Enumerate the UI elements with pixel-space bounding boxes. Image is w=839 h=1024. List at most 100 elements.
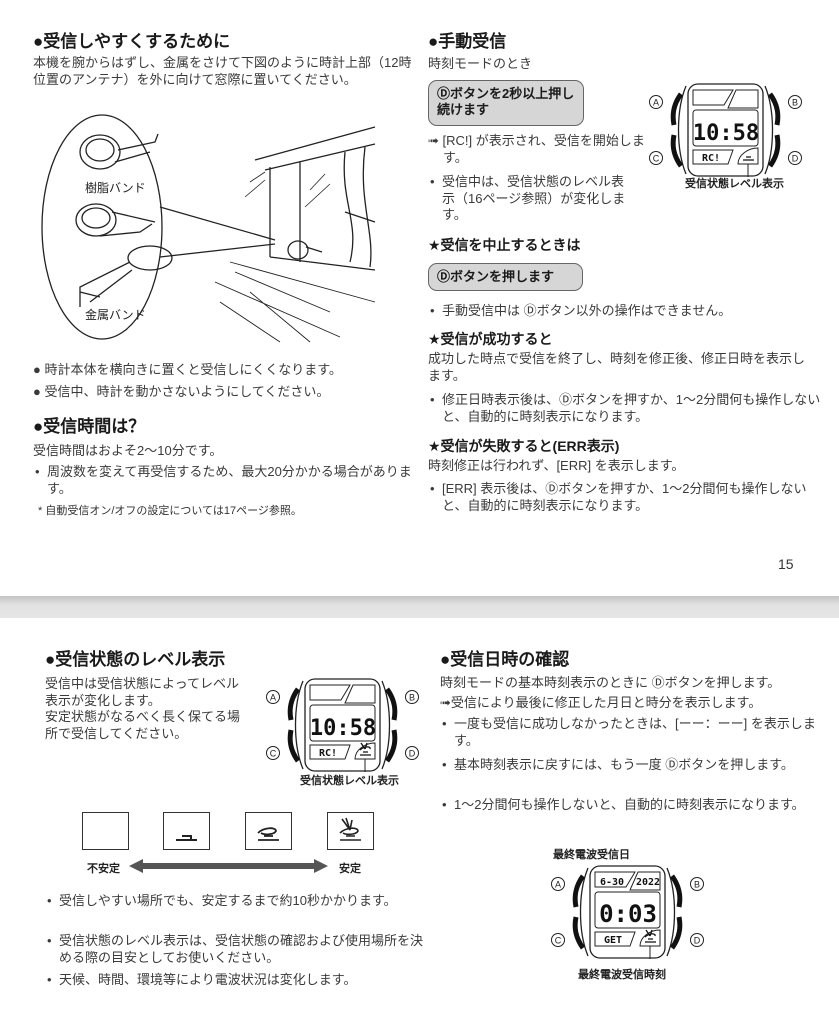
top-right-segment [727, 89, 759, 109]
level-2-box [245, 812, 292, 850]
watch-buttons [287, 687, 398, 763]
watch-on-sill-icon [287, 240, 323, 260]
zoom-ellipse [41, 114, 163, 340]
button-d-marker [788, 151, 802, 165]
level-bullet-1: 受信しやすい場所でも、安定するまで約10秒かかります。 [45, 893, 434, 910]
button-c-marker [551, 933, 565, 947]
level-segment [737, 147, 759, 165]
confirm-bullet-3: 1〜2分間何も操作しないと、自動的に時刻表示になります。 [440, 797, 829, 814]
bottom-left-segment [692, 149, 734, 165]
main-display [692, 109, 759, 147]
watch-mode-text: RC! [702, 153, 720, 164]
last-date-label: 最終電波受信日 [553, 849, 630, 861]
watch-mode-text: RC! [319, 748, 337, 759]
success-bullet: 修正日時表示後は、Ⓓボタンを押すか、1〜2分間何も操作しないと、自動的に時刻表示… [428, 392, 827, 425]
watch-level-label: 受信状態レベル表示 [685, 178, 784, 190]
button-b-letter: B [694, 880, 700, 890]
manual-bullet: 受信中は、受信状態のレベル表示（16ページ参照）が変化します。 [428, 174, 627, 224]
page-number: 15 [778, 556, 794, 572]
bottom-left-segment [594, 931, 636, 947]
watch-case [294, 680, 391, 770]
button-c-marker [649, 151, 663, 165]
cancel-bullet: 手動受信中は Ⓓボタン以外の操作はできません。 [428, 303, 839, 320]
success-heading: ★受信が成功すると [428, 331, 553, 347]
button-c-letter: C [270, 749, 277, 759]
watch-buttons [670, 92, 781, 168]
confirm-result: ➟受信により最後に修正した月日と時分を表示します。 [440, 695, 762, 710]
level-0-box [82, 812, 129, 850]
watch-time: 10:58 [310, 716, 376, 741]
zoom-lines [159, 206, 276, 258]
resin-band-watch-icon [79, 133, 159, 170]
watch-date: 6-30 [600, 877, 624, 888]
duration-note: * 自動受信オン/オフの設定については17ページ参照。 [38, 505, 302, 517]
button-b-marker [788, 95, 802, 109]
watch-time: 0:03 [599, 900, 657, 928]
button-c-letter: C [653, 154, 660, 164]
watch-case [579, 867, 676, 957]
last-time-label: 最終電波受信時刻 [578, 969, 666, 981]
top-right-segment [629, 871, 661, 891]
top-left-segment [692, 89, 734, 106]
stability-arrow-icon [129, 859, 328, 873]
signal-level-icon [743, 156, 754, 161]
main-display [594, 891, 661, 929]
cancel-heading: ★受信を中止するときは [428, 237, 581, 253]
window-placement-illustration [41, 114, 376, 343]
button-c-letter: C [555, 936, 562, 946]
confirm-text: 時刻モードの基本時刻表示のときに Ⓓボタンを押します。 [440, 675, 781, 690]
signal-level-icon [359, 742, 371, 756]
button-c-marker [266, 746, 280, 760]
watch-level-label-2: 受信状態レベル表示 [300, 775, 399, 787]
top-left-segment [594, 871, 636, 888]
button-b-marker [690, 877, 704, 891]
stable-label: 安定 [339, 863, 361, 875]
level-text: 受信中は受信状態によってレベル表示が変化します。 安定状態がなるべく長く保てる場… [45, 676, 241, 741]
manual-action-box: Ⓓボタンを2秒以上押し続けます [428, 80, 584, 126]
antenna-note-2: ● 受信中、時計を動かさないようにしてください。 [33, 384, 330, 399]
failure-heading: ★受信が失敗すると(ERR表示) [428, 438, 620, 454]
watch-case [677, 85, 774, 175]
manual-mode-text: 時刻モードのとき [428, 56, 533, 71]
failure-text: 時刻修正は行われず、[ERR] を表示します。 [428, 458, 685, 473]
button-d-letter: D [694, 936, 701, 946]
watch-year: 2022 [636, 877, 660, 888]
watch-buttons [572, 874, 683, 950]
level-3-box [327, 812, 374, 850]
signal-level-icon [644, 929, 656, 943]
metal-band-watch-icon [75, 203, 156, 237]
level-segment [354, 742, 376, 760]
button-b-letter: B [409, 693, 415, 703]
cancel-action-box: Ⓓボタンを押します [428, 263, 583, 291]
section-heading-manual: ●手動受信 [428, 32, 507, 51]
section-heading-antenna: ●受信しやすくするために [33, 32, 231, 51]
top-right-segment [344, 684, 376, 704]
button-d-letter: D [792, 154, 799, 164]
section-heading-duration: ●受信時間は？ [33, 417, 146, 436]
button-b-letter: B [792, 98, 798, 108]
button-d-marker [405, 746, 419, 760]
button-a-marker [649, 95, 663, 109]
watch-mode-text: GET [604, 935, 622, 946]
signal-level-3-icon [339, 817, 361, 841]
level-bullet-2: 受信状態のレベル表示は、受信状態の確認および使用場所を決める際の目安としてお使い… [45, 933, 434, 966]
page-separator [0, 596, 839, 618]
button-d-marker [690, 933, 704, 947]
level-bullet-3: 天候、時間、環境等により電波状況は変化します。 [45, 972, 434, 989]
section-heading-level: ●受信状態のレベル表示 [45, 650, 226, 669]
watch-time: 10:58 [693, 121, 759, 146]
button-a-letter: A [555, 880, 561, 890]
manual-result: ➟ [RC!] が表示され、受信を開始します。 [428, 133, 645, 165]
curtain-icon [343, 146, 376, 268]
signal-level-2-icon [257, 827, 279, 841]
top-left-segment [309, 684, 351, 701]
label-resin-band: 樹脂バンド [85, 181, 146, 195]
confirm-bullet-2: 基本時刻表示に戻すには、もう一度 Ⓓボタンを押します。 [440, 757, 829, 774]
sill-lines [214, 261, 376, 343]
metal-band-watch-icon-2 [79, 245, 173, 307]
